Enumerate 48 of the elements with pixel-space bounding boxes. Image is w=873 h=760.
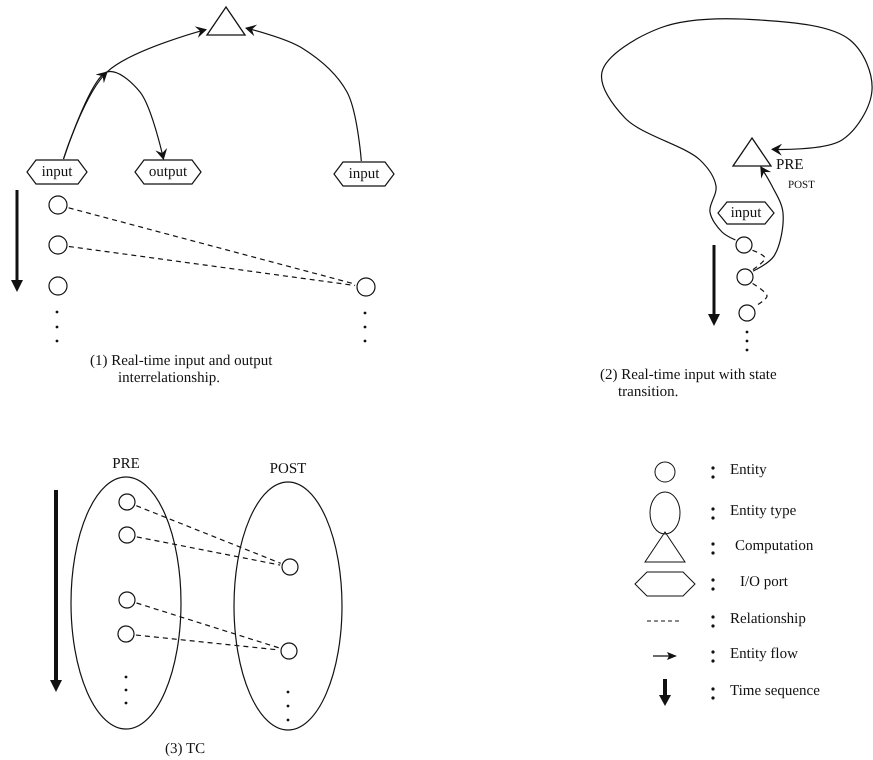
relationship-line bbox=[136, 505, 281, 564]
legend-label: Entity flow bbox=[730, 646, 798, 663]
relationship-line bbox=[752, 250, 766, 271]
port-label: output bbox=[148, 164, 188, 180]
figure-caption: (2) Real-time input with state transition. bbox=[600, 367, 778, 401]
set-heading: PRE bbox=[111, 456, 141, 473]
legend-label: Computation bbox=[735, 538, 814, 555]
computation-triangle bbox=[206, 6, 246, 36]
entity-circle bbox=[48, 195, 68, 215]
relationship-line bbox=[68, 246, 356, 286]
set-heading: POST bbox=[268, 461, 308, 478]
io-port-hexagon bbox=[26, 159, 88, 185]
relationship-line bbox=[136, 536, 280, 566]
io-port-hexagon bbox=[717, 201, 775, 225]
io-port-hexagon bbox=[333, 161, 395, 187]
io-port-hexagon bbox=[134, 159, 202, 185]
port-label: input bbox=[730, 204, 762, 222]
entity-circle bbox=[735, 236, 753, 254]
entity-circle bbox=[118, 493, 136, 511]
entity-circle bbox=[280, 642, 298, 660]
computation-triangle bbox=[732, 137, 772, 167]
entity-circle bbox=[117, 625, 135, 643]
entity-circle bbox=[281, 558, 299, 576]
flow-arrow bbox=[245, 24, 362, 162]
relationship-line bbox=[136, 602, 280, 649]
entity-circle bbox=[48, 235, 68, 255]
entity-type-ellipse bbox=[70, 456, 182, 730]
entity-circle bbox=[118, 526, 136, 544]
entity-circle bbox=[738, 304, 756, 322]
entity-type-ellipse bbox=[233, 461, 343, 731]
figure-caption: (1) Real-time input and output interrelationship. bbox=[90, 353, 274, 387]
flow-arrow bbox=[62, 71, 168, 160]
port-label: input bbox=[40, 164, 74, 180]
figure-caption: (3) TC bbox=[165, 741, 206, 758]
entity-circle bbox=[118, 591, 136, 609]
entity-circle bbox=[736, 268, 754, 286]
edge-label: POST bbox=[788, 180, 815, 191]
entity-circle bbox=[48, 276, 68, 296]
legend-label: Entity bbox=[730, 462, 767, 479]
legend-label: Relationship bbox=[730, 611, 806, 628]
port-label: input bbox=[348, 166, 380, 182]
flow-arrow bbox=[600, 18, 873, 240]
entity-circle bbox=[356, 277, 376, 297]
legend-label: Entity type bbox=[730, 503, 796, 520]
relationship-line bbox=[752, 283, 768, 308]
legend-label: I/O port bbox=[740, 574, 788, 591]
flow-arrow bbox=[752, 166, 784, 272]
legend-label: Time sequence bbox=[730, 683, 820, 700]
